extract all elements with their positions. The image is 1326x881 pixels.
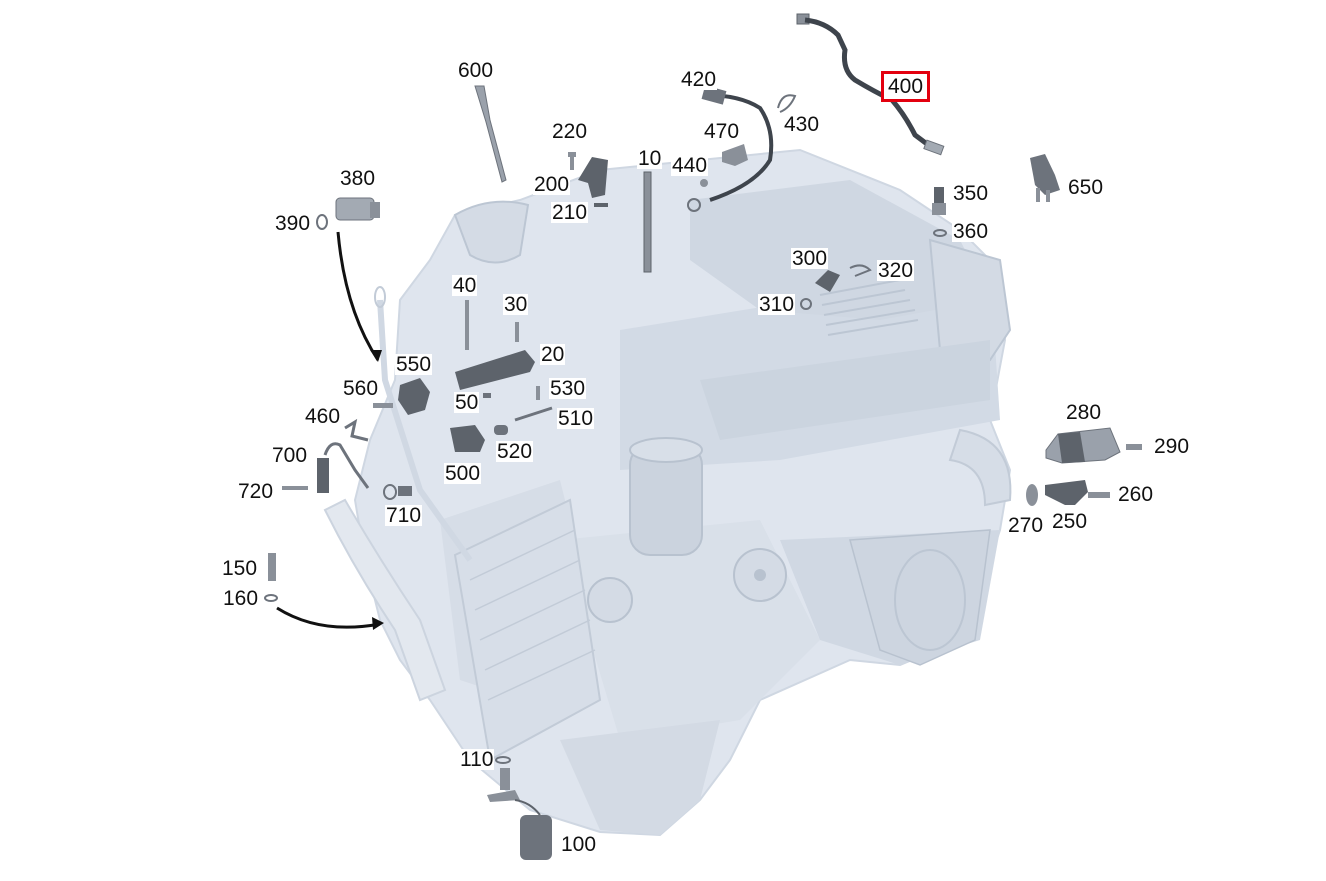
- part-500-valve[interactable]: [450, 425, 485, 452]
- part-300-sensor[interactable]: [815, 270, 840, 292]
- part-110-seal[interactable]: [495, 756, 511, 764]
- callout-380[interactable]: 380: [339, 167, 377, 190]
- callout-110[interactable]: 110: [459, 748, 495, 771]
- part-100-oil-level-sensor[interactable]: [487, 768, 552, 860]
- part-600-glow-plug[interactable]: [474, 85, 507, 183]
- callout-510[interactable]: 510: [557, 407, 595, 430]
- callout-400-highlighted[interactable]: 400: [881, 71, 931, 102]
- callout-390[interactable]: 390: [274, 212, 312, 235]
- callout-520[interactable]: 520: [496, 440, 534, 463]
- arrow-150-to-pipe: [276, 606, 381, 629]
- part-260-bolt[interactable]: [1088, 492, 1110, 498]
- part-210-seal[interactable]: [594, 203, 608, 207]
- callout-210[interactable]: 210: [551, 201, 589, 224]
- part-530-bolt[interactable]: [536, 386, 540, 400]
- callout-220[interactable]: 220: [551, 120, 589, 143]
- callout-360[interactable]: 360: [952, 220, 990, 243]
- callout-320[interactable]: 320: [877, 259, 915, 282]
- part-420-cable[interactable]: [687, 85, 774, 212]
- part-10-glow-plug[interactable]: [643, 171, 652, 273]
- part-250-sensor[interactable]: [1045, 480, 1088, 505]
- callout-290[interactable]: 290: [1153, 435, 1191, 458]
- callout-470[interactable]: 470: [703, 120, 741, 143]
- callout-160[interactable]: 160: [222, 587, 260, 610]
- part-350-pressure-sensor[interactable]: [932, 187, 946, 215]
- part-310-o-ring[interactable]: [800, 298, 812, 310]
- callout-30[interactable]: 30: [503, 293, 529, 316]
- callout-50[interactable]: 50: [454, 391, 480, 414]
- part-470-bracket[interactable]: [722, 144, 748, 166]
- callout-310[interactable]: 310: [758, 293, 796, 316]
- callout-280[interactable]: 280: [1065, 401, 1103, 424]
- callout-150[interactable]: 150: [221, 557, 259, 580]
- callout-300[interactable]: 300: [791, 247, 829, 270]
- part-430-clip[interactable]: [777, 94, 797, 113]
- part-460-bracket[interactable]: [344, 418, 369, 442]
- part-290-bolt[interactable]: [1126, 444, 1142, 450]
- callout-350[interactable]: 350: [952, 182, 990, 205]
- callout-20[interactable]: 20: [540, 343, 566, 366]
- callout-430[interactable]: 430: [783, 113, 821, 136]
- callout-530[interactable]: 530: [549, 377, 587, 400]
- part-710-ring[interactable]: [383, 484, 412, 500]
- part-50-clip[interactable]: [483, 393, 491, 398]
- part-510-bracket[interactable]: [514, 406, 553, 422]
- part-700-sensor[interactable]: [317, 442, 370, 493]
- arrow-380-to-engine: [336, 231, 380, 361]
- pointer-arrows: [276, 231, 381, 629]
- part-520-fitting[interactable]: [494, 425, 508, 435]
- callout-270[interactable]: 270: [1007, 514, 1045, 537]
- callout-560[interactable]: 560: [342, 377, 380, 400]
- part-200-sensor[interactable]: [578, 157, 608, 198]
- callout-420[interactable]: 420: [680, 68, 718, 91]
- part-440-nut[interactable]: [700, 179, 708, 187]
- part-550-sensor[interactable]: [398, 378, 430, 415]
- callout-550[interactable]: 550: [395, 353, 433, 376]
- part-720-bolt[interactable]: [282, 486, 308, 490]
- part-150-sensor[interactable]: [268, 553, 276, 581]
- engine-block: [323, 148, 1012, 837]
- part-20-control-unit[interactable]: [455, 350, 535, 390]
- part-390-o-ring[interactable]: [316, 214, 328, 230]
- part-360-seal[interactable]: [933, 229, 947, 237]
- callout-700[interactable]: 700: [271, 444, 309, 467]
- part-270-washer[interactable]: [1026, 484, 1038, 506]
- part-160-seal[interactable]: [264, 594, 278, 602]
- callout-460[interactable]: 460: [304, 405, 342, 428]
- part-380-valve[interactable]: [335, 197, 380, 221]
- callout-600[interactable]: 600: [457, 59, 495, 82]
- callout-100[interactable]: 100: [560, 833, 598, 856]
- part-30-bolt[interactable]: [515, 322, 519, 342]
- callout-260[interactable]: 260: [1117, 483, 1155, 506]
- callout-200[interactable]: 200: [533, 173, 571, 196]
- callout-10[interactable]: 10: [637, 147, 663, 170]
- callout-720[interactable]: 720: [237, 480, 275, 503]
- callout-440[interactable]: 440: [671, 154, 709, 177]
- part-400-exhaust-temp-sensor[interactable]: [796, 13, 945, 156]
- callout-710[interactable]: 710: [385, 504, 423, 527]
- part-320-clip[interactable]: [849, 264, 872, 277]
- callout-500[interactable]: 500: [444, 462, 482, 485]
- part-650-pressure-sensor[interactable]: [1030, 154, 1060, 202]
- callout-250[interactable]: 250: [1051, 510, 1089, 533]
- part-220-bolt[interactable]: [568, 152, 576, 170]
- part-40-bolt[interactable]: [465, 300, 469, 350]
- part-560-bolt[interactable]: [373, 403, 393, 408]
- callout-650[interactable]: 650: [1067, 176, 1105, 199]
- callout-40[interactable]: 40: [452, 274, 478, 297]
